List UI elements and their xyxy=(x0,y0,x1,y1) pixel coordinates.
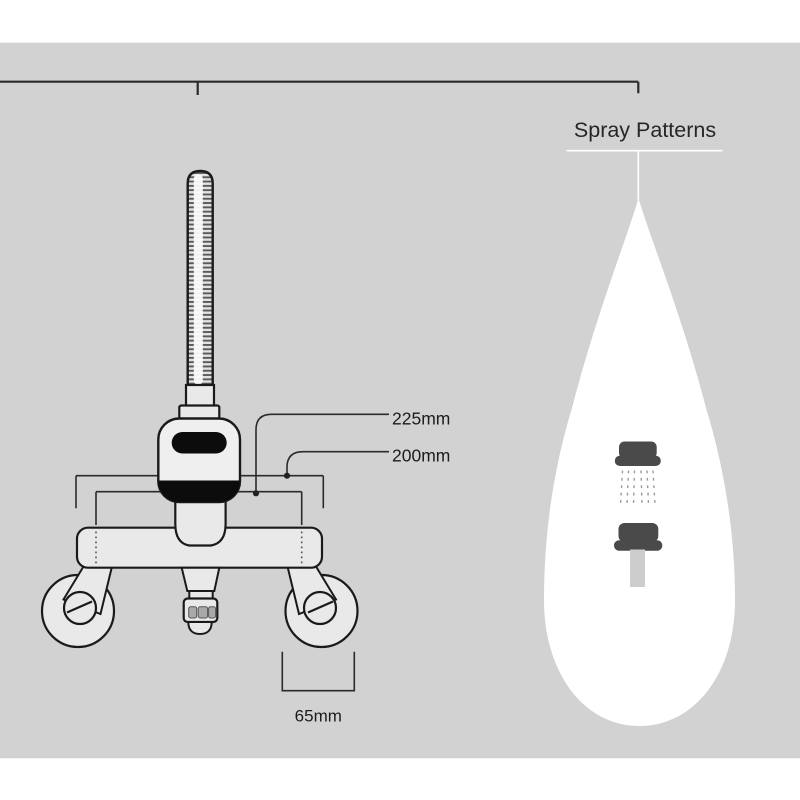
spray-title-underline xyxy=(566,149,723,200)
leader-dot-200 xyxy=(283,472,291,479)
spray-head-top xyxy=(619,441,657,459)
spout-neck xyxy=(174,499,227,547)
outlet-cap xyxy=(187,621,213,636)
left-screw-slot xyxy=(66,600,93,614)
nut-facets xyxy=(188,606,217,619)
leader-dot-225 xyxy=(252,490,260,497)
label-200mm: 200mm xyxy=(392,446,450,466)
top-bracket-line xyxy=(0,80,640,95)
rod-collar xyxy=(184,383,216,409)
rod-flange xyxy=(178,404,221,421)
faucet-handles xyxy=(40,565,359,649)
spray-head-brim xyxy=(614,455,661,466)
spray-patterns-title: Spray Patterns xyxy=(574,118,716,142)
left-hub xyxy=(62,590,98,626)
rod-highlight xyxy=(193,174,203,385)
outlet-stack xyxy=(180,566,221,636)
hidden-edge-dotted-lines xyxy=(95,531,303,564)
stream-head-top xyxy=(618,523,659,542)
leader-200 xyxy=(286,450,389,476)
head-black-band xyxy=(158,480,240,502)
spray-dashes xyxy=(619,470,656,506)
label-225mm: 225mm xyxy=(392,409,450,429)
valve-head xyxy=(157,417,242,504)
shower-spray-icon xyxy=(614,441,661,506)
leader-225 xyxy=(255,413,389,494)
right-screw-slot xyxy=(307,600,334,614)
label-65mm: 65mm xyxy=(295,707,342,726)
water-stream-bar xyxy=(630,549,645,587)
leader-lines xyxy=(255,413,389,494)
outlet-taper xyxy=(180,566,221,592)
shower-stream-icon xyxy=(614,523,663,587)
head-black-pill xyxy=(171,432,227,454)
stream-head-brim xyxy=(614,540,663,551)
bracket-65 xyxy=(281,651,356,692)
